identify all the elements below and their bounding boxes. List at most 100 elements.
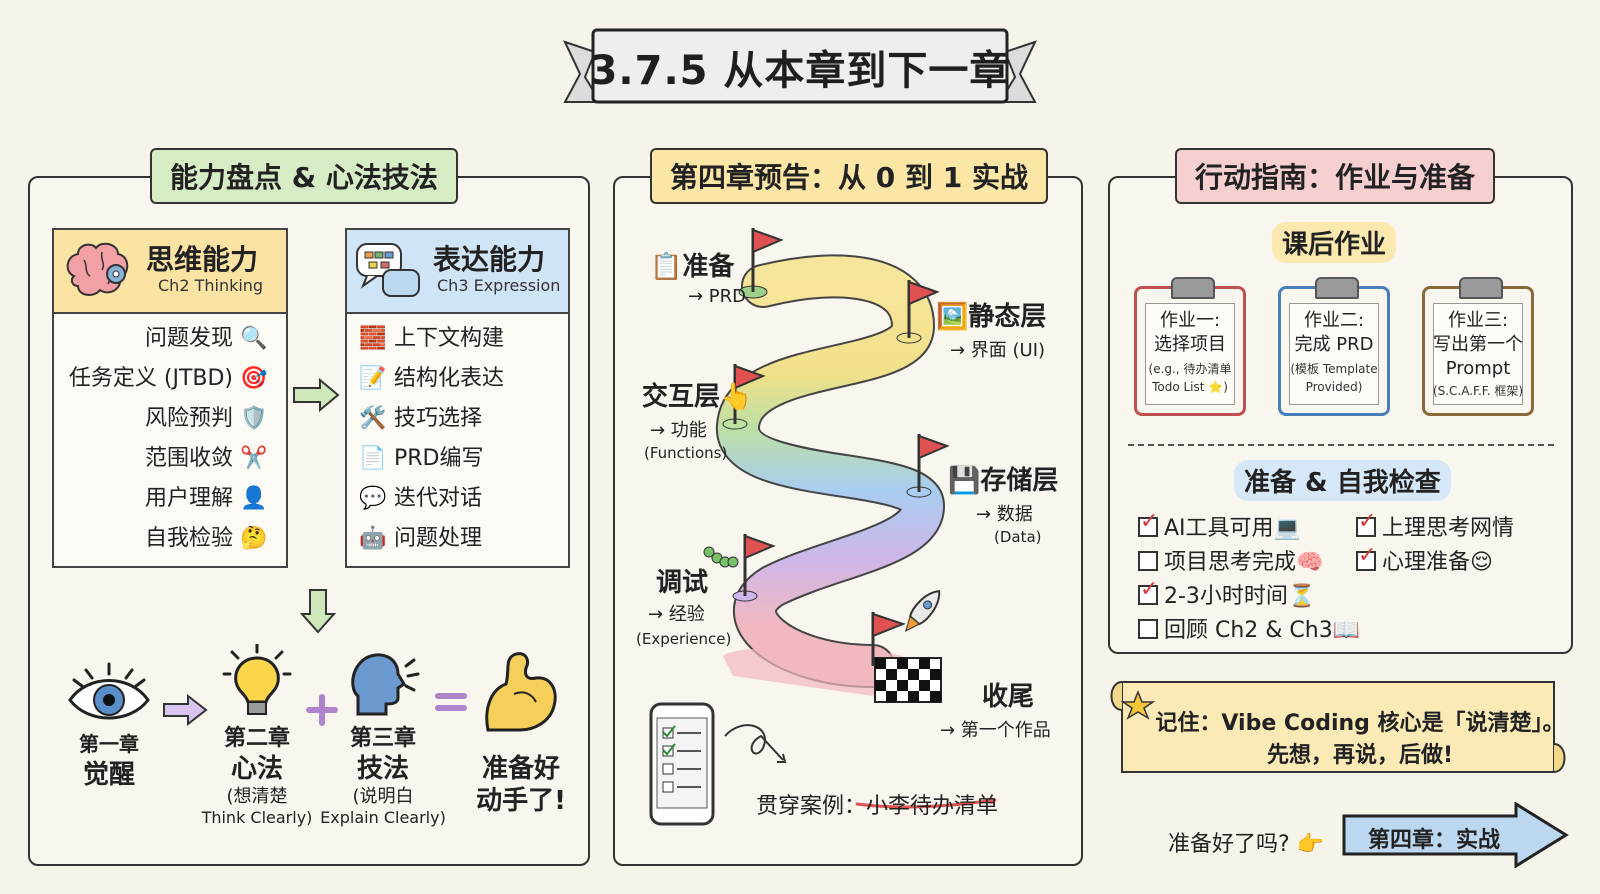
robot-icon: 🤖 [359, 526, 387, 551]
caterpillar-icon [703, 546, 739, 568]
homework-clipboard-1: 作业一: 选择项目 (e.g., 待办清单 Todo List ⭐) [1134, 277, 1246, 416]
checklist-item[interactable]: 2-3小时时间⏳ [1138, 577, 1315, 610]
magnifier-icon: 🔍 [240, 326, 268, 351]
checkbox-empty-icon [1138, 619, 1158, 639]
expression-item: 🛠️ 技巧选择 [359, 406, 483, 431]
clipboard-clip-icon [1171, 277, 1215, 299]
thinking-item: 问题发现 🔍 [144, 326, 268, 351]
expression-item: 💬 迭代对话 [359, 486, 483, 511]
expression-item: 📄 PRD编写 [359, 446, 484, 471]
reminder-text: 记住：Vibe Coding 核心是「说清楚」。 先想，再说，后做! [1155, 711, 1565, 768]
eq-ch3-label: 第三章 [349, 726, 416, 751]
pointing-hand-icon: 👆 [720, 382, 753, 412]
thinking-title: 思维能力 [146, 243, 259, 276]
thinking-item: 用户理解 👤 [144, 486, 268, 511]
eq-ch3-note-en: Explain Clearly) [320, 808, 446, 827]
checklist-item[interactable]: 心理准备😌 [1356, 543, 1493, 576]
winding-road [649, 228, 997, 826]
brain-icon [66, 242, 129, 296]
title-banner [563, 28, 1037, 104]
floppy-disk-icon: 💾 [948, 466, 981, 496]
shield-icon: 🛡️ [240, 406, 268, 431]
relieved-face-icon: 😌 [1470, 550, 1493, 575]
stage-debug: 调试 [656, 568, 709, 598]
expression-card: 表达能力 Ch3 Expression 🧱 上下文构建 📝 结构化表达 🛠️ 技… [345, 228, 570, 568]
eq-result-line2: 动手了! [476, 786, 566, 816]
bricks-icon: 🧱 [359, 326, 387, 351]
eq-ch2-label: 第二章 [223, 726, 290, 751]
eq-result-line1: 准备好 [481, 754, 560, 784]
page-title: 3.7.5 从本章到下一章 [589, 48, 1011, 94]
stage-interaction-sub-en: (Functions) [644, 444, 728, 462]
brain-icon: 🧠 [1296, 550, 1324, 575]
flag-icon [906, 434, 950, 498]
target-icon: 🎯 [240, 366, 268, 391]
eq-ch2-note-en: Think Clearly) [201, 808, 313, 827]
expression-subtitle: Ch3 Expression [437, 276, 561, 295]
arrow-right-icon [293, 378, 340, 412]
flexed-arm-icon [485, 652, 557, 732]
expression-title: 表达能力 [433, 243, 546, 276]
lightbulb-icon [222, 644, 292, 715]
stage-static-sub: → 界面 (UI) [950, 340, 1046, 361]
checklist-item[interactable]: 回顾 Ch2 & Ch3📖 [1138, 612, 1360, 644]
cta-arrow[interactable] [1340, 802, 1570, 868]
rocket-icon [904, 590, 941, 632]
section-header-roadmap: 第四章预告：从 0 到 1 实战 [650, 148, 1048, 204]
eq-ch1-label: 第一章 [79, 732, 139, 756]
phone-icon [649, 702, 715, 826]
checklist-item[interactable]: 项目思考完成🧠 [1138, 544, 1323, 576]
eq-ch3-note: (说明白 [352, 786, 414, 807]
checkbox-checked-icon [1138, 509, 1158, 537]
chat-icon: 💬 [359, 486, 387, 511]
ready-question: 准备好了吗? 👉 [1168, 832, 1325, 857]
eq-ch2-word: 心法 [230, 754, 283, 784]
checklist-item[interactable]: 上理思考网情 [1356, 509, 1514, 542]
cta-next-chapter[interactable]: 第四章：实战 [1368, 828, 1501, 853]
document-icon: 📄 [359, 446, 387, 471]
thinking-face-icon: 🤔 [240, 526, 268, 551]
checkbox-checked-icon [1356, 509, 1376, 537]
flag-icon [732, 534, 776, 602]
expression-item: 🤖 问题处理 [359, 526, 483, 551]
flag-icon [871, 612, 906, 666]
eq-ch2-note: (想清楚 [226, 786, 288, 807]
arrow-down-icon [300, 589, 336, 634]
stage-interaction: 交互层👆 [642, 382, 753, 412]
book-icon: 📖 [1332, 618, 1361, 643]
checkbox-checked-icon [1138, 577, 1158, 605]
expression-item: 🧱 上下文构建 [359, 326, 505, 351]
stage-finish: 收尾 [982, 682, 1035, 712]
clipboard-clip-icon [1459, 277, 1503, 299]
stage-static: 🖼️静态层 [936, 302, 1047, 332]
speaking-head-icon [351, 653, 420, 716]
arrow-right-icon [163, 694, 208, 726]
flag-icon [722, 364, 766, 430]
reminder-scroll [1110, 681, 1566, 773]
memo-icon: 📝 [359, 366, 387, 391]
stage-prepare-sub: → PRD [688, 286, 747, 307]
flag-icon [738, 228, 784, 299]
thinking-item: 范围收敛 ✂️ [144, 446, 268, 471]
laptop-icon: 💻 [1273, 516, 1301, 541]
stage-storage-sub-en: (Data) [994, 528, 1042, 546]
finish-line [874, 657, 942, 703]
eq-ch3-word: 技法 [356, 754, 409, 784]
checklist-item[interactable]: AI工具可用💻 [1138, 509, 1301, 542]
tools-icon: 🛠️ [359, 406, 387, 431]
star-icon [1120, 689, 1156, 720]
plus-icon [306, 694, 338, 726]
thinking-item: 自我检验 🤔 [144, 526, 268, 551]
eye-icon [68, 662, 150, 720]
homework-clipboard-2: 作业二: 完成 PRD (模板 Template Provided) [1278, 277, 1390, 416]
homework-clipboard-3: 作业三: 写出第一个 Prompt (S.C.A.F.F. 框架) [1422, 277, 1534, 416]
scissors-icon: ✂️ [240, 446, 268, 471]
checklist-label: 准备 & 自我检查 [1234, 460, 1451, 501]
section-header-action: 行动指南：作业与准备 [1175, 148, 1496, 204]
thinking-card: 思维能力 Ch2 Thinking 问题发现 🔍 任务定义 (JTBD) 🎯 风… [52, 228, 288, 568]
stage-debug-sub: → 经验 [648, 604, 705, 625]
equals-icon [435, 693, 467, 711]
thinking-item: 任务定义 (JTBD) 🎯 [68, 366, 268, 391]
stage-interaction-sub: → 功能 [650, 420, 707, 441]
stage-prepare: 📋准备 [650, 252, 735, 282]
